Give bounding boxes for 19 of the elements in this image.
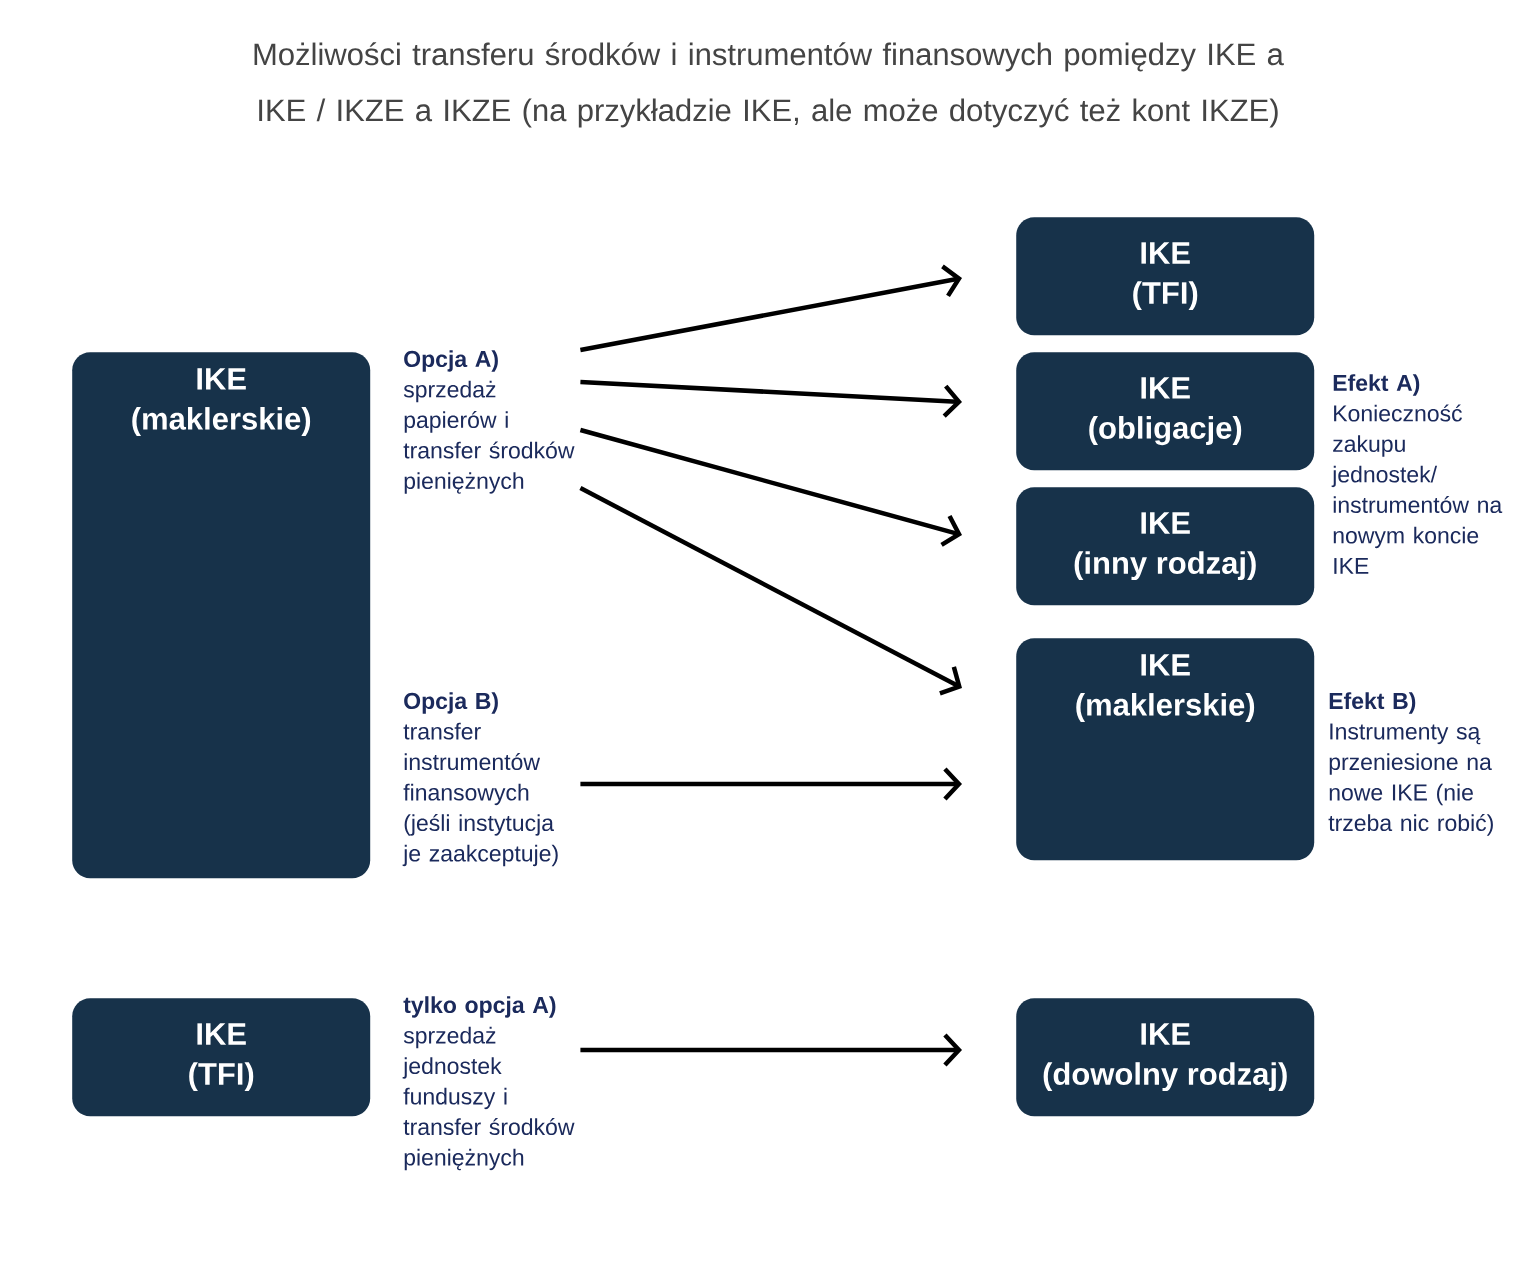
arrow: [580, 767, 962, 801]
effect-text: Efekt A) Konieczność zakupu jednostek/ instrumentów na nowym koncie IKE: [1331, 374, 1503, 574]
account-box: IKE (dowolny rodzaj): [1016, 998, 1315, 1117]
option-text: tylko opcja A) sprzedaż jednostek funduszy i transfer środków pieniężnych: [402, 996, 575, 1171]
arrow: [580, 379, 962, 418]
arrow: [579, 486, 962, 696]
option-text: Opcja B) transfer instrumentów finansowych (jeśli instytucja je zaakceptuje): [402, 692, 558, 867]
account-box: IKE (TFI): [1016, 217, 1315, 336]
account-box: IKE (TFI): [72, 998, 371, 1117]
arrow: [580, 1033, 962, 1067]
effect-text: Efekt B) Instrumenty są przeniesione na nowe IKE (nie trzeba nic robić): [1328, 692, 1493, 836]
account-box: IKE (maklerskie): [1016, 638, 1315, 861]
account-box: IKE (inny rodzaj): [1016, 487, 1315, 606]
arrow: [580, 264, 962, 353]
account-box: IKE (maklerskie): [72, 352, 371, 879]
arrow: [579, 427, 962, 547]
option-text: Opcja A) sprzedaż papierów i transfer środków pieniężnych: [403, 350, 575, 494]
account-box: IKE (obligacje): [1016, 352, 1315, 471]
diagram-title: Możliwości transferu środków i instrumentów finansowych pomiędzy IKE a IKE / IKZE a IKZE (na przykładzie IKE, ale może dotyczyć też kont IKZE): [254, 42, 1284, 128]
